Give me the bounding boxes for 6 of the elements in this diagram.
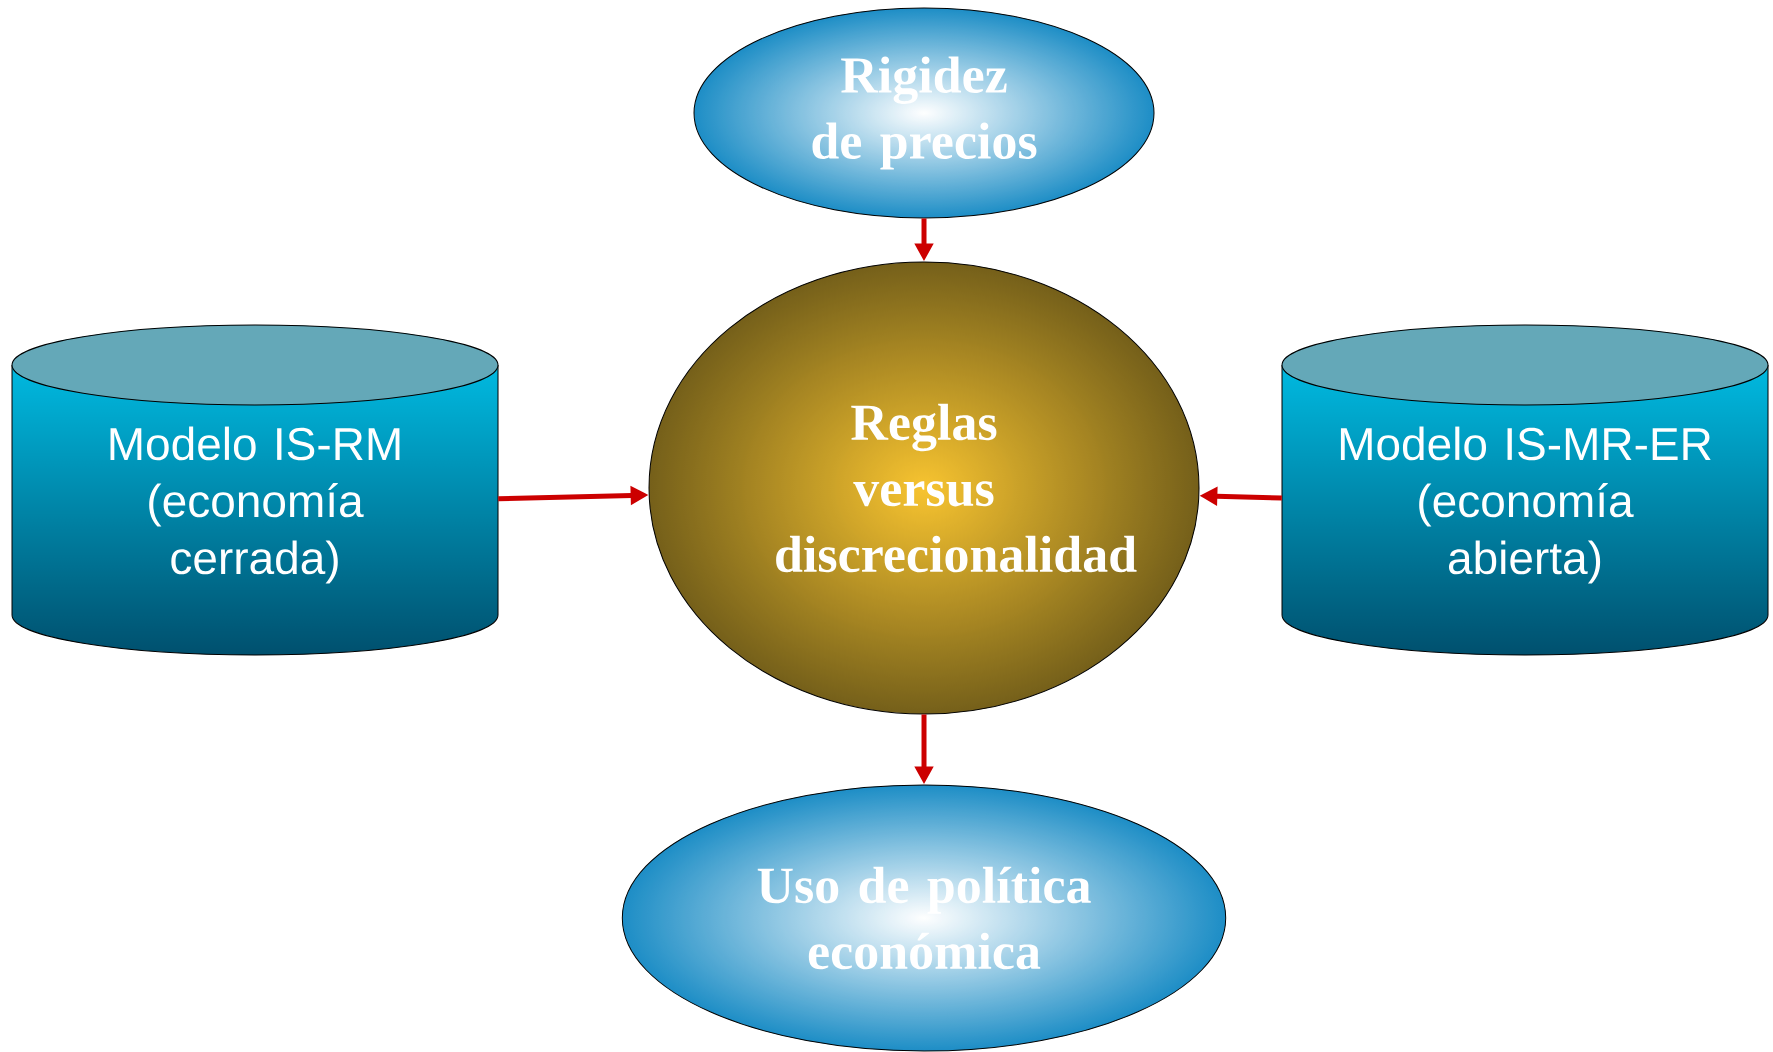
ellipse-node: Reglas versus discrecionalidad (648, 261, 1200, 715)
node-label: Modelo IS-MR-ER (economía abierta) (1340, 426, 1711, 584)
node-label: Modelo IS-RM (economía cerrada) (110, 426, 400, 584)
ellipse-node: Rigidez de precios (693, 7, 1155, 219)
cylinder-node: Modelo IS-MR-ER (economía abierta) (1281, 324, 1769, 656)
cylinder-node: Modelo IS-RM (economía cerrada) (11, 324, 499, 656)
